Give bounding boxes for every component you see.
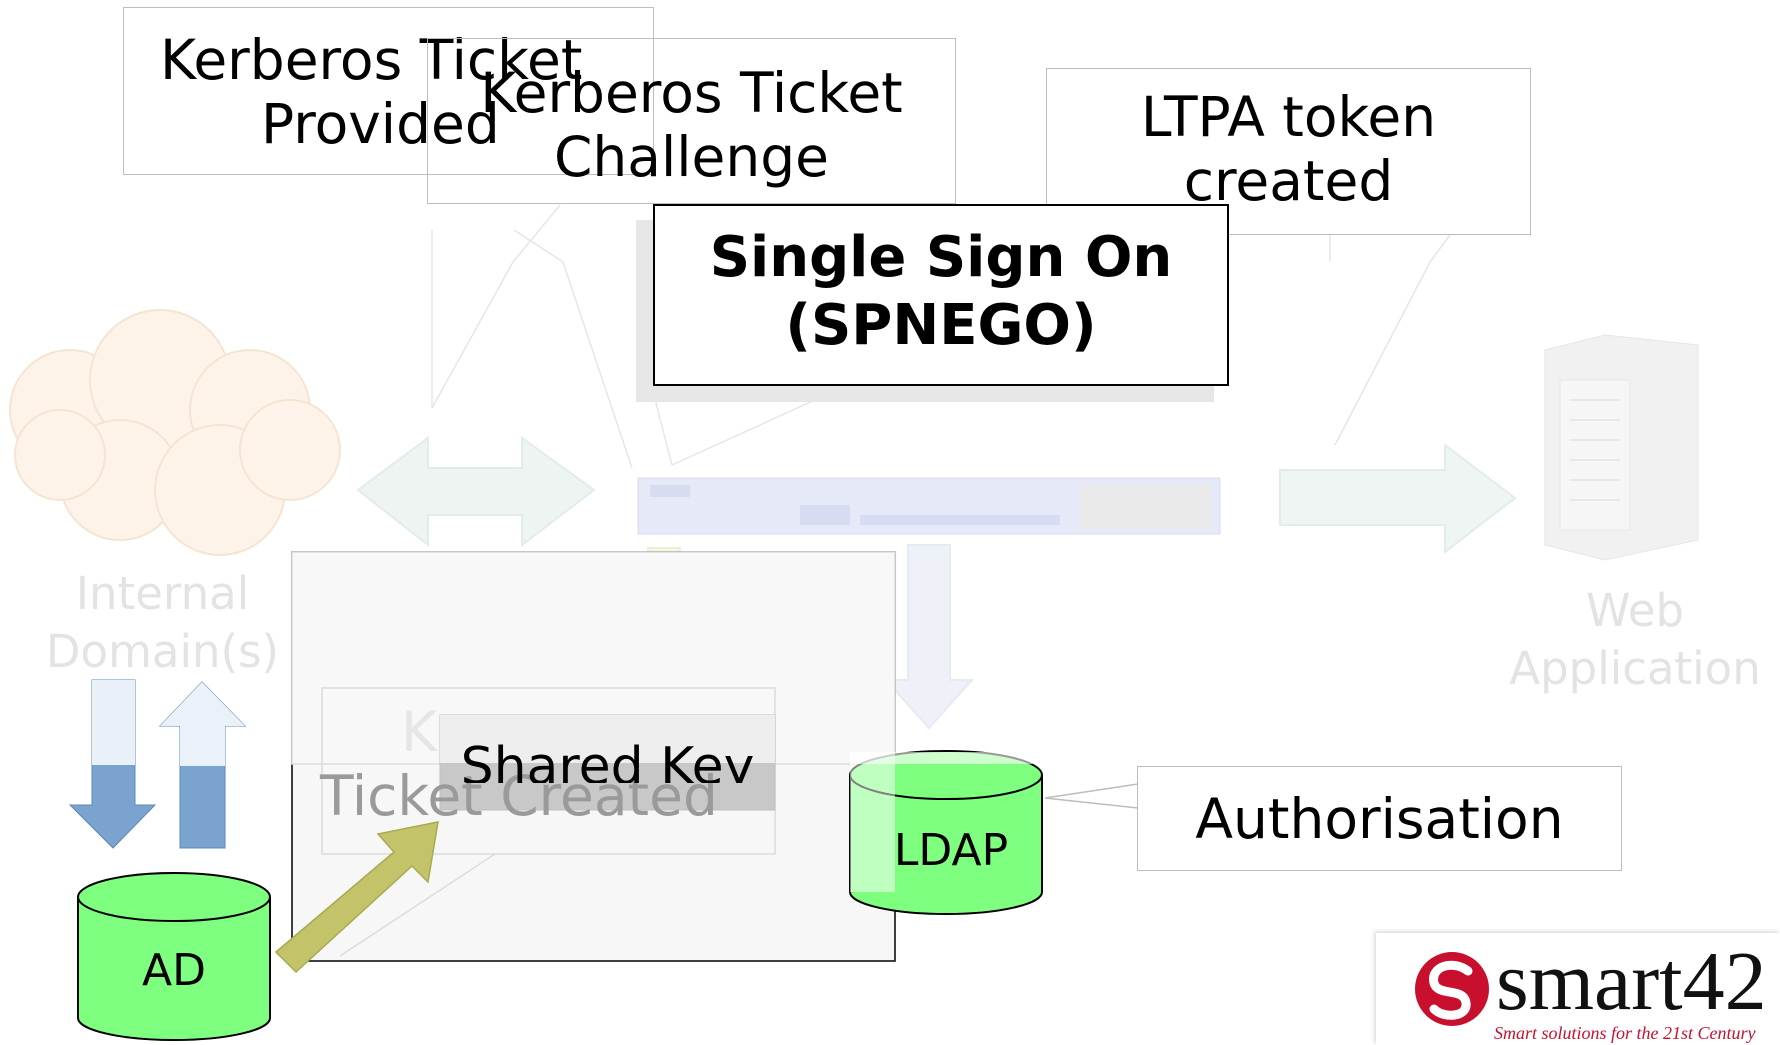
callout-line: LTPA token [1140, 85, 1437, 149]
smart42-logo: smart42 Smart solutions for the 21st Cen… [1376, 933, 1780, 1045]
diagonal-arrow-icon [274, 821, 439, 974]
double-arrow-icon [356, 436, 596, 548]
callout-line: Kerberos Ticket [480, 61, 903, 125]
callout-line: Challenge [554, 125, 829, 189]
server-icon [1544, 334, 1699, 561]
web-application-label: Web Application [1495, 582, 1775, 698]
ldap-database-icon [849, 750, 1043, 915]
smart42-wordmark: smart42 [1496, 935, 1767, 1028]
ad-database-icon [77, 872, 271, 1041]
kerberos-created-label: K Ticket Created [318, 700, 778, 828]
callout-kerberos-provided: Kerberos Ticket Provided [123, 7, 654, 175]
callout-authorisation: Authorisation [1137, 766, 1622, 871]
label-line: Domain(s) [45, 625, 280, 678]
ad-label: AD [142, 945, 206, 996]
smart42-tagline: Smart solutions for the 21st Century [1494, 1023, 1756, 1043]
callout-line: Authorisation [1195, 787, 1564, 851]
callout-kerberos-challenge: Kerberos Ticket Challenge [427, 38, 956, 204]
internal-domain-label: Internal Domain(s) [30, 565, 295, 681]
label-line: Internal [75, 567, 250, 620]
title-box: Single Sign On (SPNEGO) [653, 204, 1229, 386]
up-arrow-icon [158, 681, 247, 849]
label-line: Ticket Created [320, 764, 718, 828]
ldap-label: LDAP [893, 825, 1009, 876]
shared-key-text: Shared Key [460, 737, 755, 783]
label-line: Web [1585, 584, 1685, 637]
title-line: (SPNEGO) [785, 293, 1097, 358]
shared-key-label: Shared Key [440, 733, 775, 783]
cloud-icon [9, 309, 341, 556]
title-line: Single Sign On [709, 225, 1173, 290]
label-line: K [401, 700, 438, 764]
callout-pointers [431, 204, 1451, 469]
down-arrow-icon [68, 679, 157, 849]
callout-line: created [1183, 149, 1394, 213]
smart42-logo-icon [1415, 952, 1489, 1026]
down-arrow-icon [883, 544, 975, 730]
authorisation-pointer [1044, 783, 1139, 809]
label-line: Application [1509, 642, 1761, 695]
callout-line: Provided [261, 92, 500, 156]
right-arrow-icon [1279, 442, 1517, 555]
appliance-icon [637, 477, 1221, 535]
